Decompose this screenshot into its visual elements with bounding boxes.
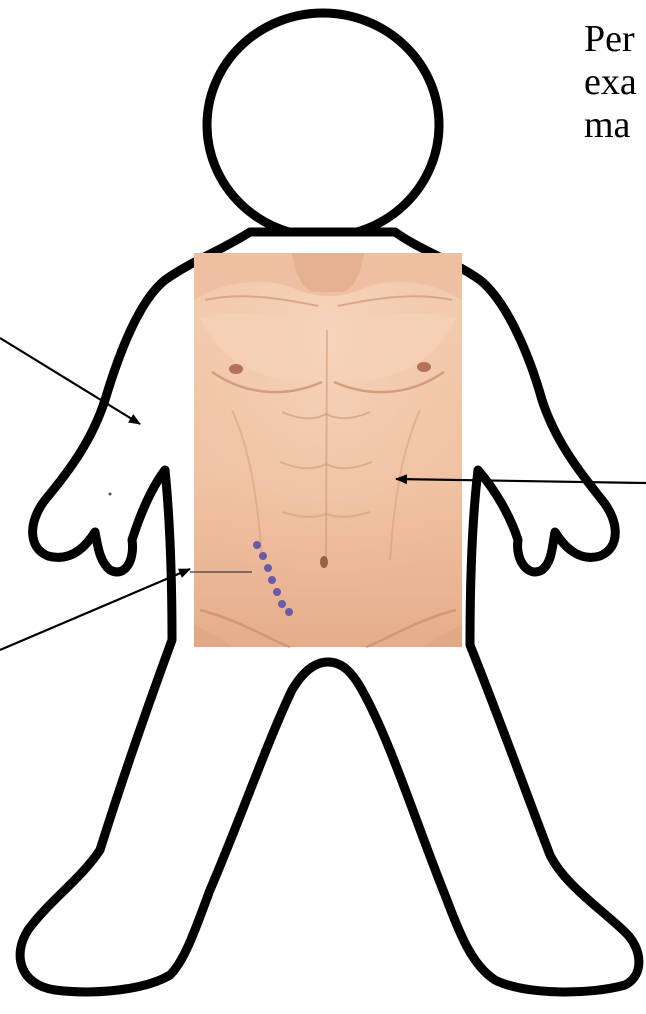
stray-mark — [109, 493, 112, 496]
corner-text-line-1: Per — [584, 18, 637, 61]
corner-text-line-2: exa — [584, 61, 637, 104]
corner-text-line-3: ma — [584, 104, 637, 147]
torso-photo — [194, 253, 462, 647]
arrow-lower-left — [0, 569, 190, 650]
corner-text: Per exa ma — [584, 18, 637, 147]
head-outline — [207, 13, 439, 237]
